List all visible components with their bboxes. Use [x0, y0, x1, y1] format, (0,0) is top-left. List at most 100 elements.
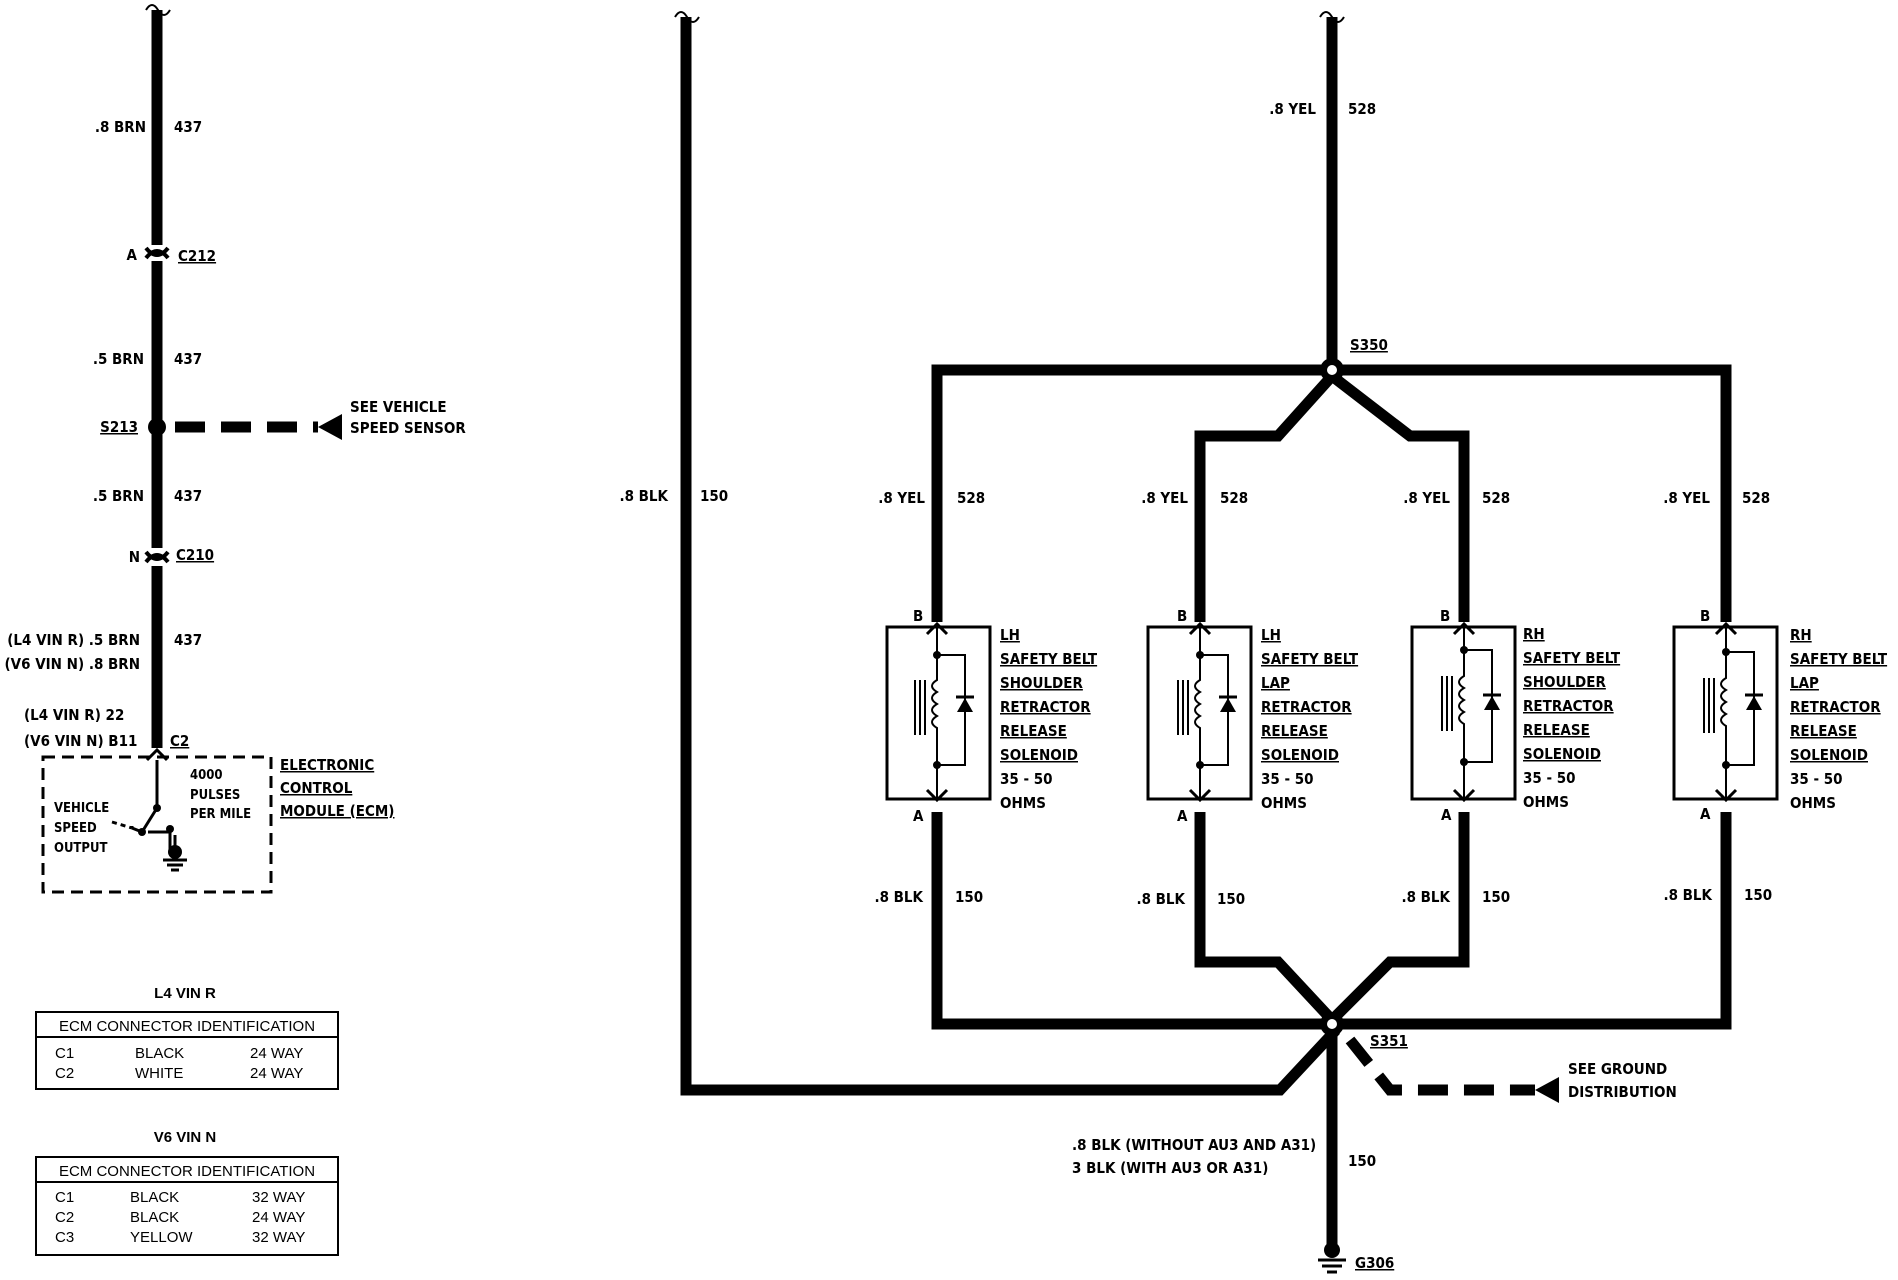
table-v6-r1c1: BLACK — [130, 1209, 179, 1226]
sol3-inner-wire — [1463, 628, 1493, 798]
wire-150-rh-shoulder-ground — [1328, 812, 1470, 1024]
sol1-inner-wire — [936, 628, 966, 798]
splice-s351-center — [1327, 1019, 1337, 1029]
sol4-upper-gauge: .8 YEL — [1663, 489, 1710, 507]
sol1-name-2: SHOULDER — [1000, 674, 1083, 692]
ecm-title-line2: CONTROL — [280, 779, 353, 797]
sol4-upper-circuit: 528 — [1742, 489, 1770, 507]
see-vss-line1: SEE VEHICLE — [350, 398, 447, 416]
sol4-name-1: SAFETY BELT — [1790, 650, 1888, 668]
sol1-name-4: RELEASE — [1000, 722, 1067, 740]
sol4-core-icon — [1703, 678, 1715, 733]
c2-l4-pin: (L4 VIN R) 22 — [24, 706, 124, 724]
ecm-title-line3: MODULE (ECM) — [280, 802, 394, 820]
table-l4-r1c1: WHITE — [135, 1065, 183, 1082]
table-v6-r1c0: C2 — [55, 1209, 74, 1226]
sol2-pin-b: B — [1177, 607, 1187, 625]
switch-pivot — [138, 828, 146, 836]
wire-437-upper-gauge: .8 BRN — [95, 118, 146, 136]
sol3-connector-a-icon — [1452, 788, 1476, 803]
wire-150-return — [680, 17, 1341, 1096]
wire-150-lh-lap-ground — [1194, 812, 1337, 1024]
table-v6-frame — [35, 1156, 339, 1256]
g306-ground-icon — [1318, 1242, 1346, 1274]
sol2-name-4: RELEASE — [1261, 722, 1328, 740]
sol1-upper-gauge: .8 YEL — [878, 489, 925, 507]
sol4-name-5: SOLENOID — [1790, 746, 1868, 764]
sol3-name-0: RH — [1523, 625, 1545, 643]
sol4-lower-gauge: .8 BLK — [1663, 886, 1712, 904]
sol4-diode-icon — [1746, 696, 1762, 710]
wire-528-lh-lap-feed — [1194, 372, 1337, 622]
table-l4-header: ECM CONNECTOR IDENTIFICATION — [59, 1018, 315, 1035]
see-vss-line2: SPEED SENSOR — [350, 419, 466, 437]
solenoid-lh-shoulder: .8 YEL 528 B A LH SAFETY BELT SHOULDER R… — [874, 489, 1097, 906]
connector-table-v6: V6 VIN N ECM CONNECTOR IDENTIFICATION C1… — [35, 1129, 339, 1256]
table-v6-header: ECM CONNECTOR IDENTIFICATION — [59, 1163, 315, 1180]
sol1-name-0: LH — [1000, 626, 1020, 644]
c210-pin: N — [129, 548, 140, 566]
table-v6-r2c0: C3 — [55, 1229, 74, 1246]
sol3-diode-icon — [1484, 696, 1500, 710]
sol2-lower-gauge: .8 BLK — [1136, 890, 1185, 908]
sol2-connector-a-icon — [1188, 788, 1212, 803]
table-l4-frame — [35, 1011, 339, 1090]
wire-150-return-circuit: 150 — [700, 487, 728, 505]
sol1-pin-a: A — [913, 807, 924, 825]
ecm-output-line3: OUTPUT — [54, 841, 107, 856]
connector-c212-icon — [144, 246, 170, 260]
sol3-lower-circuit: 150 — [1482, 888, 1510, 906]
wire-437-mid-gauge: .5 BRN — [93, 350, 144, 368]
right-circuit: .8 BLK 150 .8 YEL 528 S350 S351 SEE GROU… — [619, 11, 1888, 1274]
wire-528-lh-shoulder-feed — [931, 364, 1332, 622]
sol4-name-2: LAP — [1790, 674, 1819, 692]
sol2-lower-circuit: 150 — [1217, 890, 1245, 908]
c2-v6-pin: (V6 VIN N) B11 — [24, 732, 137, 750]
sol4-res-0: 35 - 50 — [1790, 770, 1843, 788]
solenoid-rh-lap: .8 YEL 528 B A RH SAFETY BELT LAP RETRAC… — [1663, 489, 1888, 904]
splice-s213 — [148, 418, 166, 436]
sol4-pin-b: B — [1700, 607, 1710, 625]
s213-label: S213 — [100, 418, 138, 436]
table-l4-r0c0: C1 — [55, 1045, 74, 1062]
sol3-connector-b-icon — [1452, 621, 1476, 636]
sol2-name-2: LAP — [1261, 674, 1290, 692]
left-circuit: .8 BRN 437 A C212 .5 BRN 437 S213 SEE VE… — [5, 4, 466, 894]
connector-table-l4: L4 VIN R ECM CONNECTOR IDENTIFICATION C1… — [35, 985, 339, 1090]
variant-wire-l4: (L4 VIN R) .5 BRN — [7, 631, 140, 649]
table-v6-r1c2: 24 WAY — [252, 1209, 305, 1226]
table-l4-r1c0: C2 — [55, 1065, 74, 1082]
table-l4-r1c2: 24 WAY — [250, 1065, 303, 1082]
bottom-wire-circuit: 150 — [1348, 1152, 1376, 1170]
splice-s350-center — [1327, 365, 1337, 375]
bottom-wire-line2: 3 BLK (WITH AU3 OR A31) — [1072, 1159, 1268, 1177]
table-v6-r0c0: C1 — [55, 1189, 74, 1206]
variant-wire-v6: (V6 VIN N) .8 BRN — [5, 655, 140, 673]
sol4-name-0: RH — [1790, 626, 1812, 644]
sol3-lower-gauge: .8 BLK — [1401, 888, 1450, 906]
table-v6-caption: V6 VIN N — [154, 1129, 217, 1146]
sol2-upper-gauge: .8 YEL — [1141, 489, 1188, 507]
switch-dash — [111, 820, 133, 830]
sol1-lower-gauge: .8 BLK — [874, 888, 923, 906]
wire-150-lh-shoulder-ground — [931, 812, 1332, 1030]
sol1-res-1: OHMS — [1000, 794, 1046, 812]
table-v6-r0c1: BLACK — [130, 1189, 179, 1206]
sol3-name-3: RETRACTOR — [1523, 697, 1614, 715]
sol3-upper-gauge: .8 YEL — [1403, 489, 1450, 507]
dashed-lead-ground — [1345, 1036, 1535, 1096]
sol2-name-3: RETRACTOR — [1261, 698, 1352, 716]
table-v6-r0c2: 32 WAY — [252, 1189, 305, 1206]
sol1-name-1: SAFETY BELT — [1000, 650, 1098, 668]
wire-150-return-gauge: .8 BLK — [619, 487, 668, 505]
sol2-connector-b-icon — [1188, 621, 1212, 636]
sol1-connector-b-icon — [925, 621, 949, 636]
sol3-core-icon — [1441, 676, 1453, 731]
sol3-name-2: SHOULDER — [1523, 673, 1606, 691]
sol2-diode-icon — [1220, 698, 1236, 712]
wire-528-rh-lap-feed — [1332, 364, 1732, 622]
ecm-box — [41, 755, 273, 894]
table-l4-caption: L4 VIN R — [154, 985, 216, 1002]
sol3-coil-icon — [1458, 650, 1466, 762]
